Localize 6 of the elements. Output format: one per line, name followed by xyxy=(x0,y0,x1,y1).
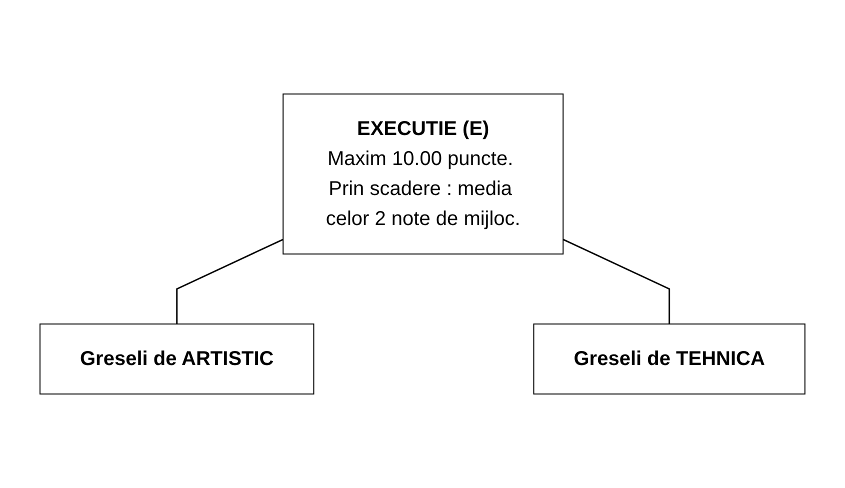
connector xyxy=(176,238,284,324)
connector xyxy=(562,238,670,324)
flowchart-drawing: EXECUTIE (E) Maxim 10.00 puncte. Prin scadere : media celor 2 note de mijloc. Greseli de ARTISTIC Greseli de TEHNICA xyxy=(32,86,813,402)
node-box xyxy=(40,324,314,394)
node-box xyxy=(533,324,806,394)
node-box xyxy=(282,94,564,254)
